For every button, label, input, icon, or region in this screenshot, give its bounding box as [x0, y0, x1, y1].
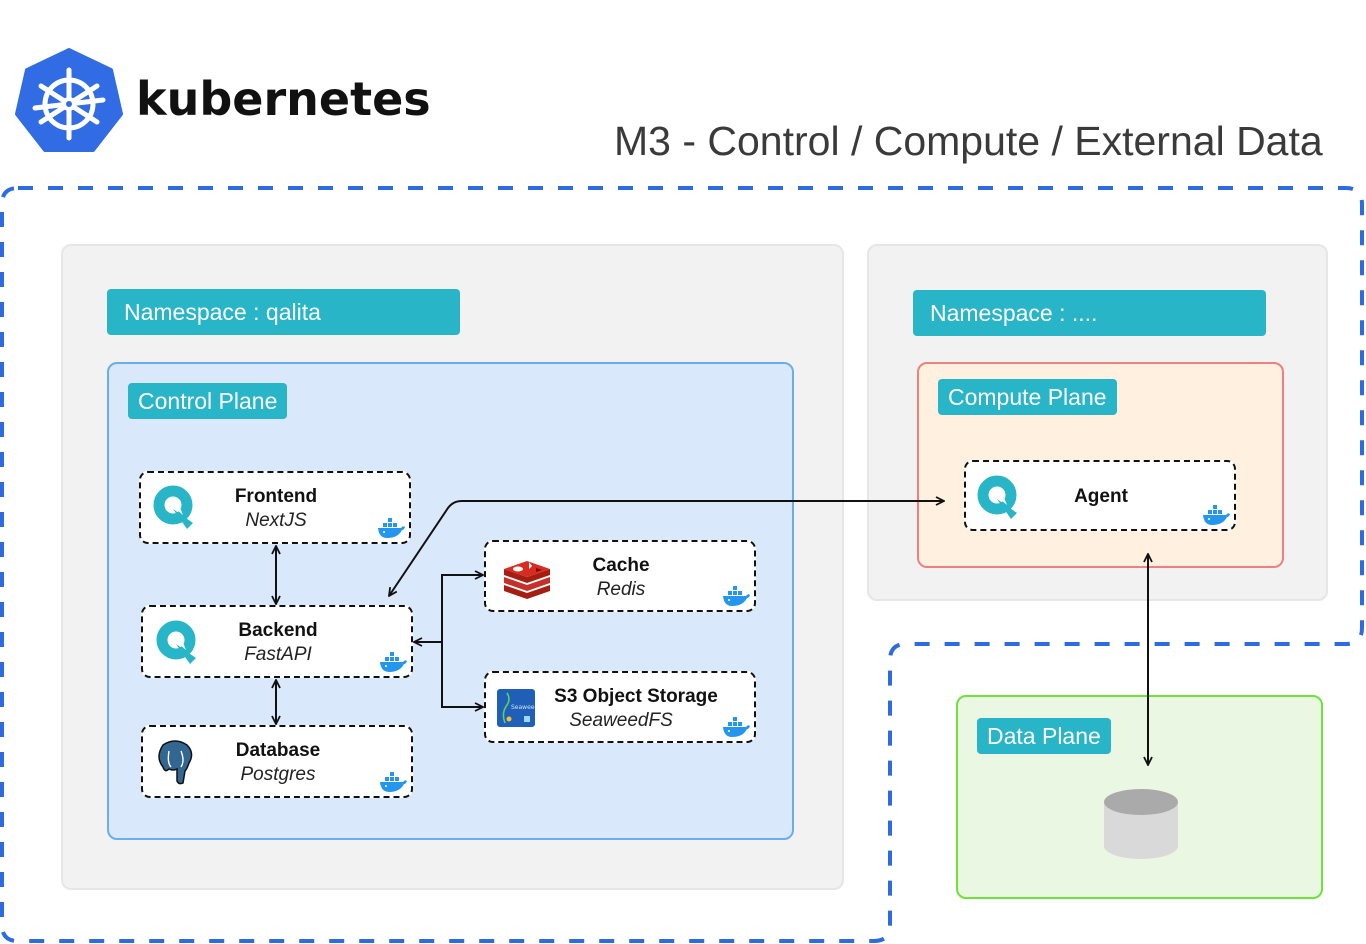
- service-name: Frontend: [234, 486, 318, 507]
- service-tech: NextJS: [245, 510, 307, 531]
- service-name: S3 Object Storage: [554, 686, 718, 707]
- connector-backend-storage: [441, 642, 483, 707]
- service-storage[interactable]: Seaweed S3 Object Storage SeaweedFS: [484, 671, 756, 743]
- service-frontend[interactable]: Frontend NextJS: [139, 471, 411, 544]
- seaweedfs-icon: Seaweed: [497, 689, 535, 727]
- diagram-title: M3 - Control / Compute / External Data: [614, 118, 1323, 164]
- service-tech: Postgres: [240, 764, 316, 785]
- kubernetes-wordmark: kubernetes: [136, 72, 431, 126]
- svg-text:Seaweed: Seaweed: [511, 704, 535, 711]
- service-agent[interactable]: Agent: [964, 460, 1236, 531]
- connector-backend-cache: [441, 575, 483, 642]
- service-name: Backend: [238, 620, 318, 641]
- qalita-q-icon: [977, 475, 1017, 519]
- kubernetes-helm-icon: [15, 48, 123, 152]
- service-tech: FastAPI: [244, 644, 312, 665]
- service-name: Database: [235, 740, 321, 761]
- service-tech: SeaweedFS: [569, 710, 673, 731]
- service-backend[interactable]: Backend FastAPI: [141, 605, 413, 678]
- postgres-elephant-icon: [158, 740, 193, 785]
- service-name: Agent: [1074, 486, 1128, 507]
- docker-icon: [723, 717, 750, 737]
- service-database[interactable]: Database Postgres: [141, 725, 413, 798]
- qalita-q-icon: [153, 485, 193, 529]
- qalita-q-icon: [156, 620, 196, 664]
- connector-backend-agent: [389, 501, 944, 596]
- docker-icon: [380, 652, 407, 672]
- docker-icon: [1203, 505, 1230, 525]
- docker-icon: [380, 772, 407, 792]
